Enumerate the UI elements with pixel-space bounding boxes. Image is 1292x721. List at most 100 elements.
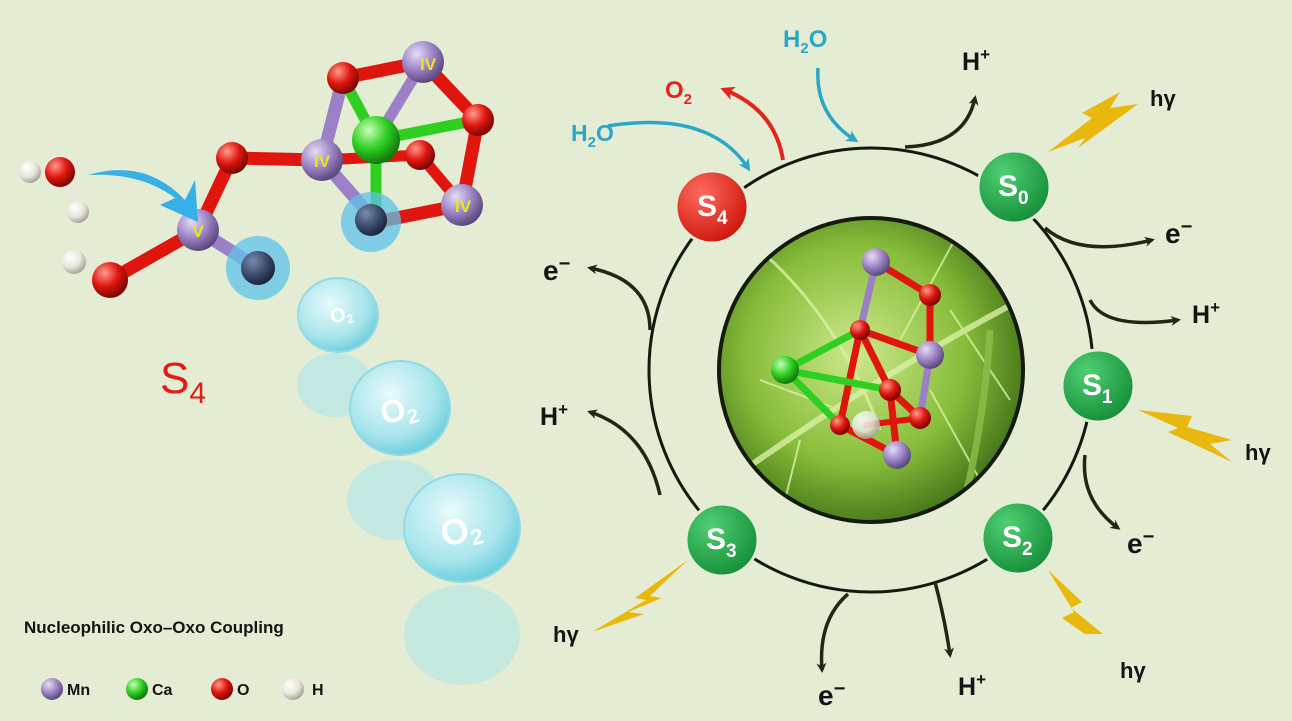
oxo-atom xyxy=(241,251,275,285)
oec-cluster-model: IV IV IV V xyxy=(19,41,494,300)
mn-atom xyxy=(301,139,343,181)
electron-label-s3: e− xyxy=(818,678,845,711)
o-atom xyxy=(92,262,128,298)
state-label: S4 xyxy=(697,190,728,229)
legend-o-label: O xyxy=(237,682,249,699)
proton-release-arrow-s1 xyxy=(1088,299,1181,326)
legend-h-label: H xyxy=(312,682,324,699)
o2-bubble xyxy=(297,277,379,353)
o-atom xyxy=(327,62,359,94)
bond xyxy=(856,326,894,394)
light-label-s3: hγ xyxy=(553,622,579,647)
lightning-icon-s0 xyxy=(1048,92,1138,152)
state-circle xyxy=(1060,348,1136,424)
atom-legend: Mn Ca O H xyxy=(41,678,324,700)
mn-atom xyxy=(441,184,483,226)
kok-cycle: H2O H2O O2 H+ e− H+ e− H+ e− H+ e− xyxy=(540,26,1271,711)
mn-oxidation-label: IV xyxy=(314,152,331,171)
leaf-vein xyxy=(949,309,1011,401)
o2-bubble xyxy=(349,360,451,456)
o2-release-arrow xyxy=(720,86,785,161)
bond xyxy=(836,326,864,429)
o-atom xyxy=(830,415,850,435)
h2o-label-2: H2O xyxy=(783,26,827,57)
electron-release-arrow-s0 xyxy=(1043,226,1155,249)
legend-mn-swatch xyxy=(41,678,63,700)
state-node-s0: S0 xyxy=(976,149,1052,225)
bond xyxy=(781,366,894,394)
state-node-s1: S1 xyxy=(1060,348,1136,424)
state-node-s4: S4 xyxy=(674,169,750,245)
mn-atom xyxy=(177,209,219,251)
o2-bubble xyxy=(403,473,521,583)
leaf-frame xyxy=(717,216,1025,524)
electron-label-s4: e− xyxy=(543,253,570,286)
proton-label-s2: H+ xyxy=(958,670,986,701)
o2-bubble-reflection xyxy=(404,585,520,685)
proton-release-arrow-s3 xyxy=(587,409,662,496)
o-atom xyxy=(45,157,75,187)
h2o-input-arrow-1 xyxy=(607,120,751,172)
lightning-icon-s3 xyxy=(592,560,688,632)
o2-bubbles: O2 O2 O2 xyxy=(297,277,521,685)
state-circle xyxy=(980,500,1056,576)
mn-atom xyxy=(862,248,890,276)
lightning-icon-s2 xyxy=(1048,570,1122,660)
mn-atom xyxy=(852,411,880,439)
ca-atom xyxy=(352,116,400,164)
proton-label-s3: H+ xyxy=(540,400,568,431)
leaf-vein xyxy=(759,248,882,431)
mn-oxidation-label: IV xyxy=(455,197,472,216)
leaf-inset xyxy=(717,216,1025,524)
o-atom xyxy=(850,320,870,340)
electron-release-arrow-s3 xyxy=(816,592,850,673)
leaf-vein xyxy=(759,379,841,411)
mn-oxidation-label: IV xyxy=(420,55,437,74)
legend-ca-label: Ca xyxy=(152,682,173,699)
nucleophilic-attack-arrow xyxy=(88,170,198,222)
legend-o-swatch xyxy=(211,678,233,700)
mn-atom xyxy=(916,341,944,369)
light-flashes xyxy=(592,92,1232,660)
o2-product-label: O2 xyxy=(665,77,692,108)
o-atom xyxy=(909,407,931,429)
state-node-s2: S2 xyxy=(980,500,1056,576)
state-label: S0 xyxy=(998,170,1029,209)
h-atom xyxy=(62,250,86,274)
o-atom xyxy=(405,140,435,170)
s4-state-label-left: S4 xyxy=(160,354,206,410)
h-atom xyxy=(19,161,41,183)
o-atom xyxy=(919,284,941,306)
o2-bubble-label: O2 xyxy=(328,302,356,331)
legend-h-swatch xyxy=(282,678,304,700)
h2o-input-arrow-2 xyxy=(816,67,859,143)
proton-label-s0: H+ xyxy=(962,45,990,76)
o-atom xyxy=(216,142,248,174)
o-atom xyxy=(462,104,494,136)
electron-release-arrow-s1 xyxy=(1082,454,1121,530)
oxo-atom xyxy=(355,204,387,236)
proton-label-s1: H+ xyxy=(1192,298,1220,329)
leaf-background xyxy=(719,218,1023,522)
legend-ca-swatch xyxy=(126,678,148,700)
o-atom xyxy=(879,379,901,401)
lightning-icon-s1 xyxy=(1138,410,1232,462)
electron-release-arrow-s4 xyxy=(587,264,652,331)
proton-release-arrow-s2 xyxy=(933,581,954,658)
light-label-s0: hγ xyxy=(1150,86,1176,111)
mn-atom xyxy=(402,41,444,83)
bond xyxy=(781,326,864,374)
h-atom xyxy=(67,201,89,223)
state-node-s3: S3 xyxy=(684,502,760,578)
ca-atom xyxy=(771,356,799,384)
state-label: S3 xyxy=(706,523,737,562)
proton-release-arrow-s0 xyxy=(904,95,979,149)
state-circle xyxy=(674,169,750,245)
h2o-label-1: H2O xyxy=(571,120,614,151)
mechanism-caption: Nucleophilic Oxo–Oxo Coupling xyxy=(24,618,284,637)
state-label: S1 xyxy=(1082,369,1113,408)
mn-oxidation-label: V xyxy=(192,222,204,241)
electron-label-s1: e− xyxy=(1127,526,1154,559)
